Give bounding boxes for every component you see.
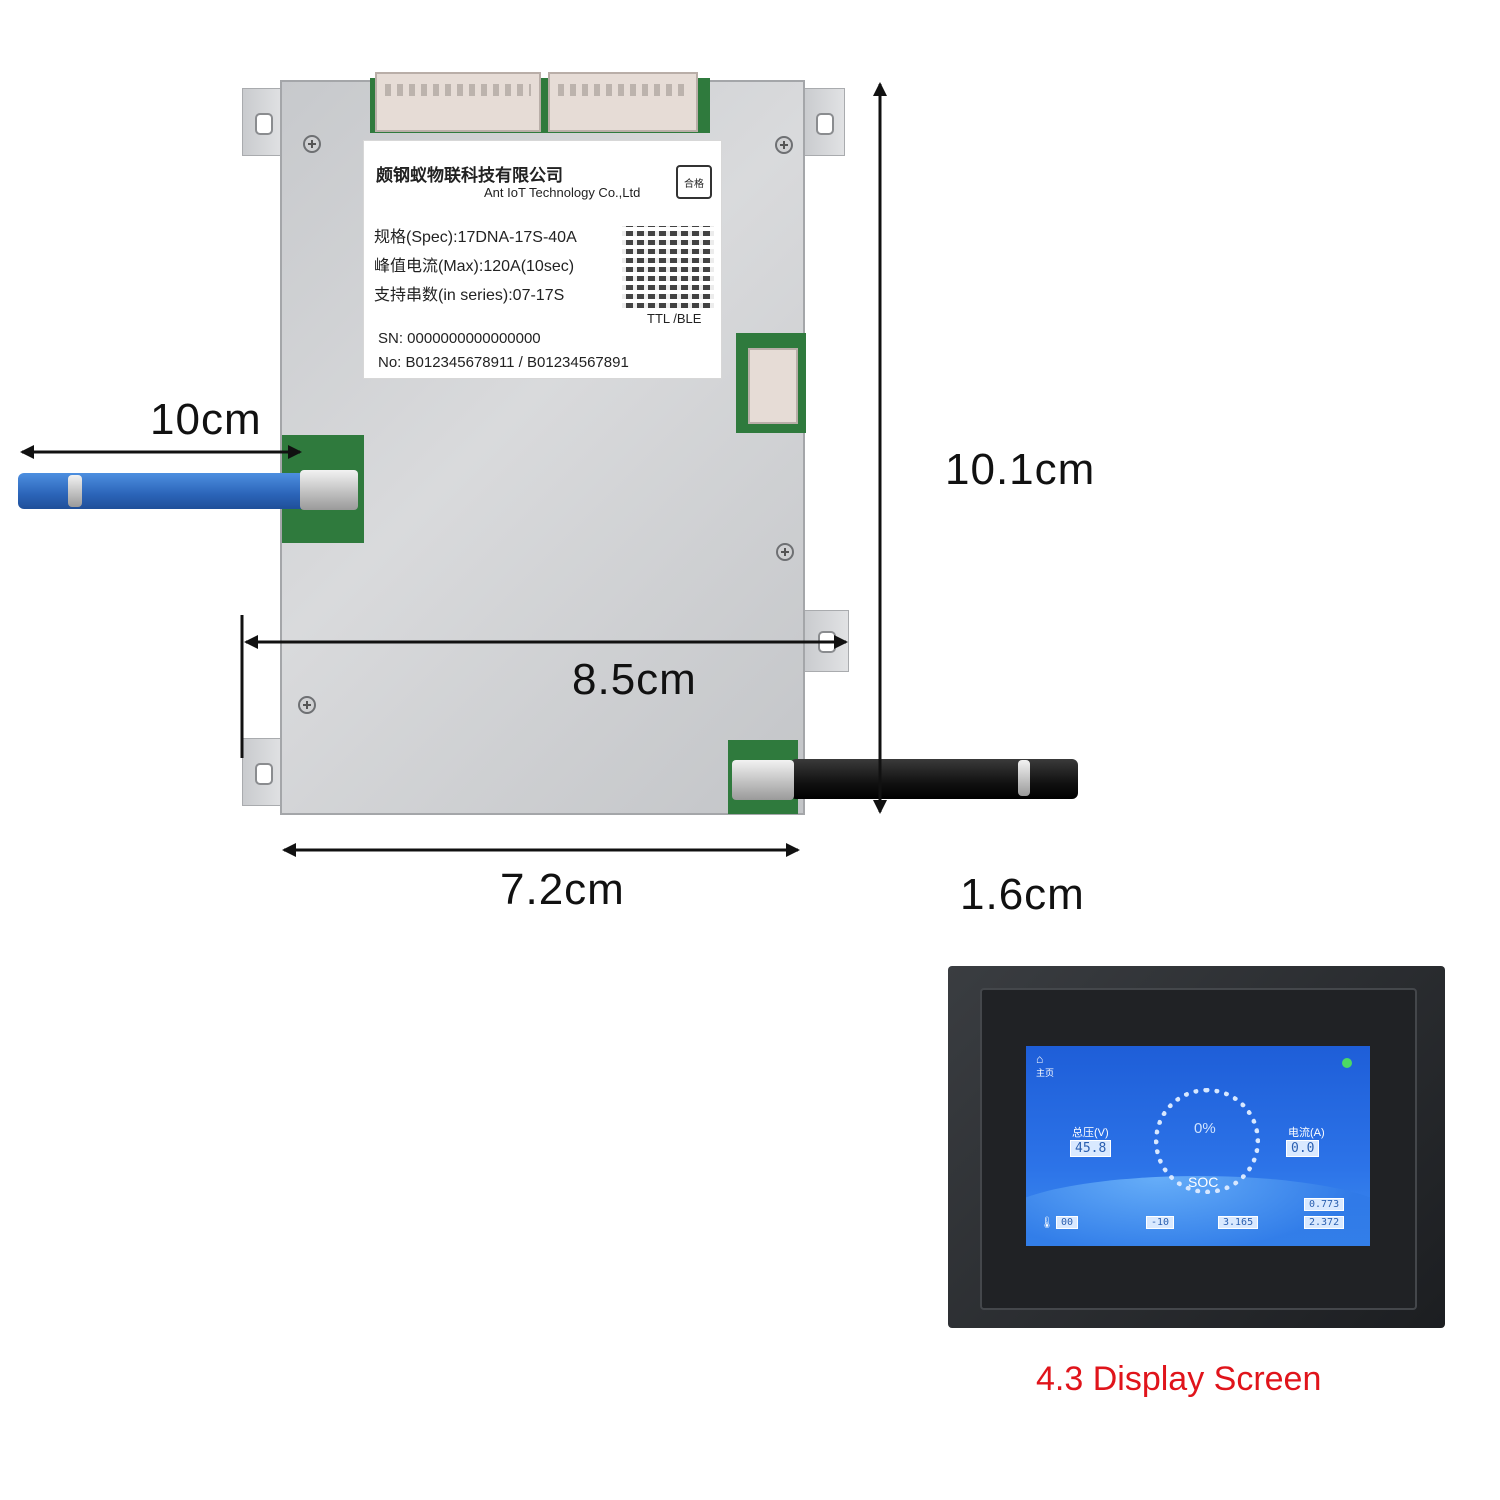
- display-bezel: ⌂ 主页 0% SOC 总压(V) 45.8 电流(A) 0.0 🌡 00 -1…: [980, 988, 1417, 1310]
- display-lcd: ⌂ 主页 0% SOC 总压(V) 45.8 电流(A) 0.0 🌡 00 -1…: [1026, 1046, 1370, 1246]
- product-label: 颇钢蚁物联科技有限公司 Ant IoT Technology Co.,Ltd 合…: [363, 140, 722, 379]
- home-icon: ⌂: [1036, 1052, 1044, 1066]
- dim-cable-length: 10cm: [150, 395, 262, 444]
- total-voltage-label: 总压(V): [1072, 1127, 1109, 1139]
- balance-connector-right: [548, 72, 698, 132]
- status-led-icon: [1342, 1058, 1352, 1068]
- total-voltage-value: 45.8: [1070, 1140, 1112, 1157]
- screw-bottom-left: [298, 696, 316, 714]
- screw-top-right: [775, 136, 793, 154]
- mount-ear-top-left: [242, 88, 284, 156]
- cable-ferrule-blue-base: [300, 470, 358, 510]
- label-spec: 规格(Spec):17DNA-17S-40A: [374, 229, 577, 246]
- temp2-value: -10: [1146, 1216, 1175, 1229]
- cable-ferrule-black-end: [1018, 760, 1030, 796]
- thermometer-icon: 🌡: [1040, 1217, 1054, 1229]
- dim-height: 10.1cm: [945, 445, 1096, 494]
- current-label: 电流(A): [1288, 1127, 1325, 1139]
- screw-mid-right: [776, 543, 794, 561]
- soc-percent: 0%: [1194, 1120, 1216, 1137]
- current-value: 0.0: [1286, 1140, 1320, 1157]
- positive-cable-blue: [18, 473, 308, 509]
- cell-diff-value: 0.773: [1304, 1198, 1345, 1211]
- cell-v2-value: 2.372: [1304, 1216, 1345, 1229]
- balance-connector-left: [375, 72, 541, 132]
- mount-ear-top-right: [803, 88, 845, 156]
- mount-ear-bottom-left: [242, 738, 284, 806]
- soc-gauge-ring: [1154, 1088, 1260, 1194]
- cable-ferrule-black-base: [732, 760, 794, 800]
- dim-thickness: 1.6cm: [960, 870, 1085, 919]
- ttl-ble-connector: [748, 348, 798, 424]
- temp1-value: 00: [1056, 1216, 1079, 1229]
- cable-ferrule-blue-end: [68, 475, 82, 507]
- soc-label: SOC: [1188, 1174, 1219, 1190]
- label-company-en: Ant IoT Technology Co.,Ltd: [484, 185, 641, 200]
- display-unit: ⌂ 主页 0% SOC 总压(V) 45.8 电流(A) 0.0 🌡 00 -1…: [948, 966, 1445, 1328]
- display-caption: 4.3 Display Screen: [1036, 1360, 1322, 1398]
- label-company-cn: 颇钢蚁物联科技有限公司: [376, 166, 563, 185]
- label-no: No: B012345678911 / B01234567891: [378, 354, 629, 371]
- label-max-current: 峰值电流(Max):120A(10sec): [374, 258, 575, 275]
- label-series: 支持串数(in series):07-17S: [374, 287, 565, 304]
- dim-width-with-ears: 8.5cm: [572, 655, 697, 704]
- qualified-stamp: 合格: [676, 165, 712, 199]
- dimension-arrows: [20, 82, 887, 857]
- label-interface: TTL /BLE: [647, 311, 702, 326]
- negative-cable-black: [790, 759, 1078, 799]
- cell-v1-value: 3.165: [1218, 1216, 1259, 1229]
- screw-top-left: [303, 135, 321, 153]
- label-sn: SN: 0000000000000000: [378, 330, 541, 347]
- dim-width: 7.2cm: [500, 865, 625, 914]
- screen-home-label: 主页: [1036, 1068, 1055, 1078]
